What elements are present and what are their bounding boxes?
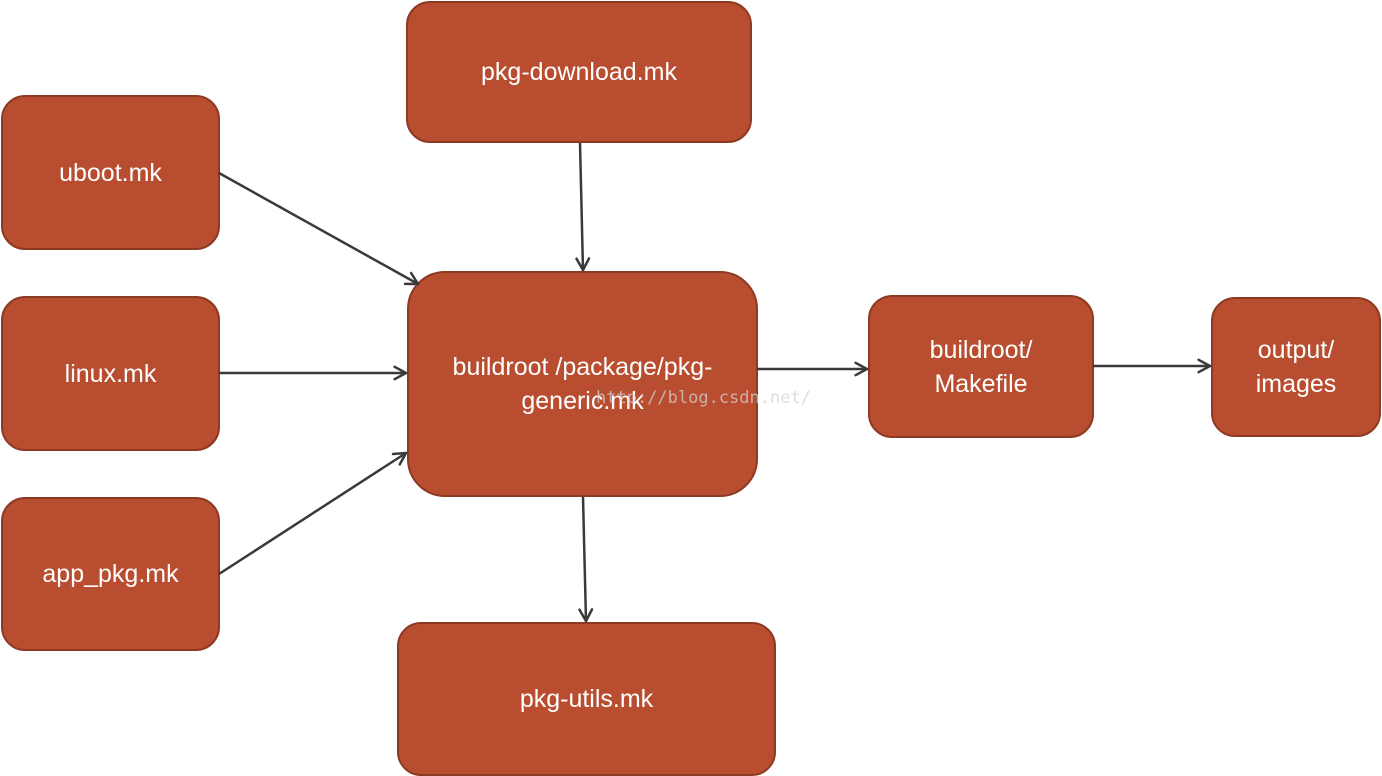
arrowhead-icon	[854, 367, 869, 377]
arrowhead-icon	[584, 608, 594, 623]
arrowhead-icon	[581, 257, 591, 272]
edge-pkg_download-to-generic	[578, 142, 585, 271]
node-linux: linux.mk	[1, 296, 220, 451]
arrowhead-icon	[391, 451, 408, 456]
node-label: uboot.mk	[59, 158, 162, 187]
node-label: linux.mk	[64, 359, 157, 388]
node-pkg-utils: pkg-utils.mk	[397, 622, 776, 776]
node-uboot: uboot.mk	[1, 95, 220, 250]
node-label: app_pkg.mk	[42, 560, 179, 588]
watermark-text: http://blog.csdn.net/	[596, 388, 811, 408]
node-pkg-download: pkg-download.mk	[406, 1, 752, 143]
arrowhead-icon	[854, 361, 869, 371]
node-label: buildroot/ Makefile	[929, 335, 1033, 398]
arrowhead-icon	[398, 451, 408, 466]
edge-app_pkg-to-generic	[218, 451, 407, 576]
node-label: pkg-download.mk	[481, 58, 677, 86]
node-pkg-generic: buildroot /package/pkg- generic.mk	[407, 271, 758, 497]
node-label: buildroot /package/pkg- generic.mk	[452, 353, 713, 415]
arrowhead-icon	[1197, 364, 1212, 374]
node-buildroot-makefile: buildroot/ Makefile	[868, 295, 1094, 438]
node-label: pkg-utils.mk	[519, 685, 654, 713]
arrowhead-icon	[1197, 358, 1212, 368]
edge-generic-to-utils	[581, 496, 588, 622]
node-app-pkg: app_pkg.mk	[1, 497, 220, 651]
arrowhead-icon	[393, 365, 408, 375]
arrowhead-icon	[393, 371, 408, 381]
edge-uboot-to-generic	[218, 171, 419, 286]
arrowhead-icon	[575, 257, 585, 272]
arrowhead-icon	[578, 608, 588, 623]
node-output-images: output/ images	[1211, 297, 1381, 437]
node-label: output/ images	[1255, 336, 1337, 398]
